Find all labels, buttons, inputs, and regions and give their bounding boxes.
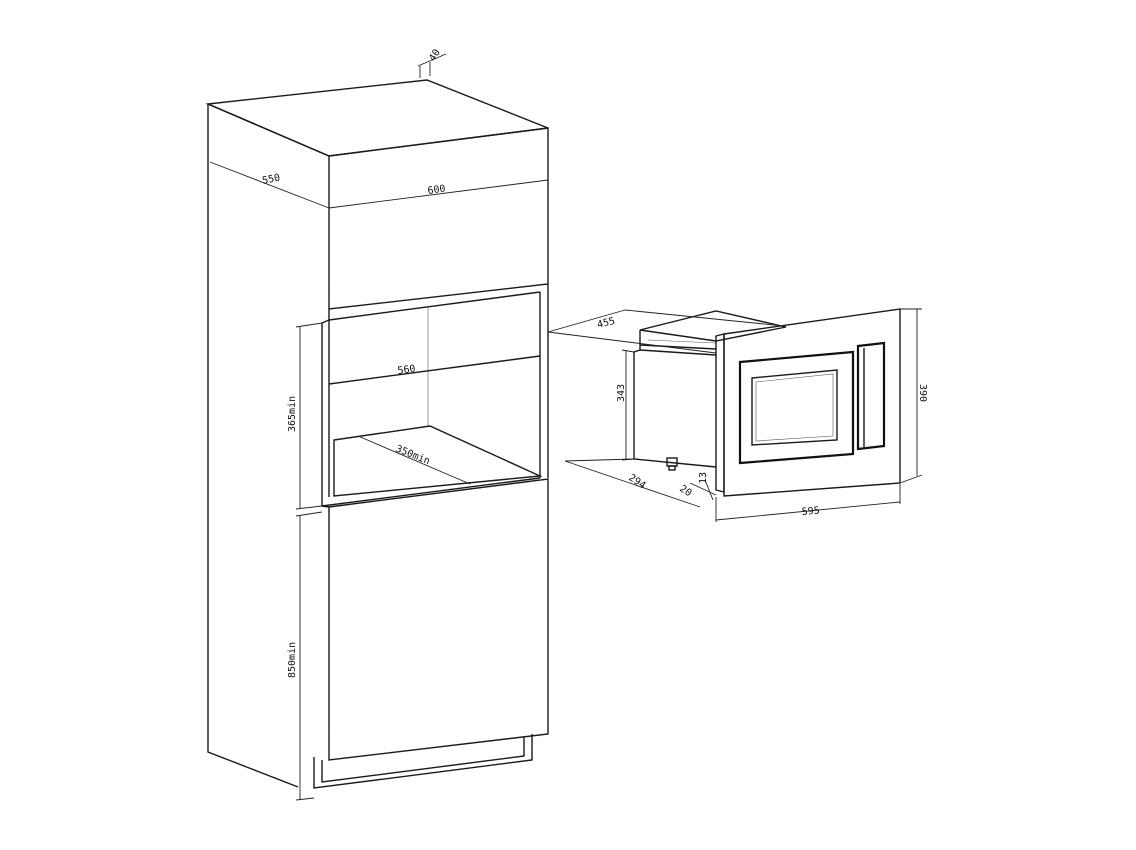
cabinet-top-panel bbox=[205, 79, 549, 157]
cabinet-dimensions: 40 550 600 560 350min 365min 850min bbox=[209, 48, 549, 801]
microwave bbox=[633, 308, 901, 497]
dim-label-top-thickness: 40 bbox=[427, 48, 443, 64]
cabinet-plinth bbox=[313, 734, 533, 789]
niche-floor bbox=[333, 425, 543, 497]
dim-label-body-height: 343 bbox=[616, 384, 627, 402]
microwave-window bbox=[751, 369, 838, 446]
dim-label-cabinet-depth: 550 bbox=[261, 172, 281, 187]
dim-label-frame-width: 595 bbox=[801, 505, 820, 518]
microwave-door bbox=[738, 350, 855, 465]
dim-label-niche-width: 560 bbox=[397, 364, 416, 377]
dim-label-niche-depth: 350min bbox=[394, 444, 432, 468]
frame-front bbox=[723, 308, 901, 497]
dim-label-cabinet-width: 600 bbox=[427, 184, 446, 197]
dim-label-body-depth: 294 bbox=[626, 472, 647, 491]
microwave-dimensions: 455 343 294 20 13 595 390 bbox=[547, 308, 928, 522]
control-panel bbox=[856, 341, 886, 451]
frame-side bbox=[715, 333, 725, 493]
dim-label-appliance-depth: 455 bbox=[596, 316, 616, 331]
cabinet-left-side bbox=[207, 104, 299, 788]
dim-label-base-height: 850min bbox=[287, 642, 298, 678]
dim-label-frame-height: 390 bbox=[917, 384, 928, 402]
cabinet-upper-front bbox=[328, 127, 549, 310]
dim-label-frame-thickness: 13 bbox=[698, 472, 709, 484]
tall-cabinet bbox=[205, 79, 549, 789]
dim-label-frame-offset: 20 bbox=[677, 483, 693, 499]
microwave-foot bbox=[668, 465, 676, 471]
dim-label-niche-height: 365min bbox=[287, 396, 298, 432]
cabinet-lower-door bbox=[328, 478, 549, 761]
microwave-body-top bbox=[639, 310, 787, 342]
